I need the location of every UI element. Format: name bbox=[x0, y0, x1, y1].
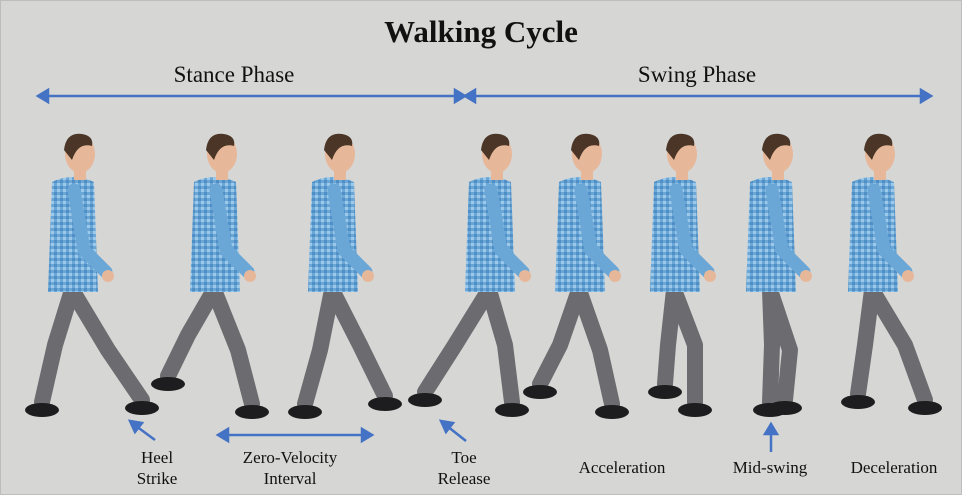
leg bbox=[579, 290, 612, 404]
shoe bbox=[235, 405, 269, 419]
leg bbox=[168, 290, 214, 376]
shoe bbox=[495, 403, 529, 417]
walker-figure bbox=[25, 134, 159, 417]
walker-figure bbox=[408, 134, 531, 417]
shoe bbox=[768, 401, 802, 415]
walker-figure bbox=[841, 134, 942, 415]
hand bbox=[362, 270, 374, 282]
walker-figure bbox=[648, 134, 716, 417]
leg bbox=[489, 290, 512, 402]
shoe bbox=[125, 401, 159, 415]
heel-strike-line-2: Strike bbox=[137, 468, 178, 489]
walker-figure bbox=[746, 134, 812, 417]
shoe bbox=[368, 397, 402, 411]
leg bbox=[72, 290, 142, 400]
hand bbox=[609, 270, 621, 282]
leg bbox=[674, 290, 695, 402]
shoe bbox=[151, 377, 185, 391]
shoe bbox=[648, 385, 682, 399]
toe-release-arrow bbox=[441, 421, 466, 441]
walker-figure bbox=[288, 134, 402, 419]
deceleration-label: Deceleration bbox=[851, 457, 938, 478]
zero-velocity-line-2: Interval bbox=[243, 468, 337, 489]
toe-release-label: Toe Release bbox=[438, 447, 491, 489]
hand bbox=[519, 270, 531, 282]
shoe bbox=[678, 403, 712, 417]
shoe bbox=[595, 405, 629, 419]
stance-phase-arrow bbox=[38, 90, 465, 102]
shoe bbox=[908, 401, 942, 415]
heel-strike-label: Heel Strike bbox=[137, 447, 178, 489]
hand bbox=[244, 270, 256, 282]
zero-velocity-interval-arrow bbox=[218, 429, 372, 441]
toe-release-line-1: Toe bbox=[438, 447, 491, 468]
mid-swing-arrow bbox=[765, 424, 777, 452]
hand bbox=[800, 270, 812, 282]
shoe bbox=[523, 385, 557, 399]
leg bbox=[425, 290, 489, 392]
heel-strike-line-1: Heel bbox=[137, 447, 178, 468]
leg bbox=[872, 290, 925, 400]
mid-swing-label: Mid-swing bbox=[733, 457, 808, 478]
hand bbox=[102, 270, 114, 282]
shoe bbox=[841, 395, 875, 409]
walker-figure bbox=[523, 134, 629, 419]
shoe bbox=[408, 393, 442, 407]
leg bbox=[214, 290, 252, 404]
zero-velocity-line-1: Zero-Velocity bbox=[243, 447, 337, 468]
leg bbox=[305, 290, 332, 404]
shoe bbox=[288, 405, 322, 419]
shoe bbox=[25, 403, 59, 417]
walker-figure bbox=[151, 134, 269, 419]
leg bbox=[540, 290, 579, 384]
hand bbox=[704, 270, 716, 282]
acceleration-label: Acceleration bbox=[579, 457, 666, 478]
heel-strike-arrow bbox=[130, 421, 155, 440]
zero-velocity-label: Zero-Velocity Interval bbox=[243, 447, 337, 489]
toe-release-line-2: Release bbox=[438, 468, 491, 489]
leg bbox=[42, 290, 72, 402]
leg bbox=[858, 290, 872, 394]
walker-figures bbox=[25, 134, 942, 419]
hand bbox=[902, 270, 914, 282]
leg bbox=[332, 290, 385, 396]
swing-phase-arrow bbox=[465, 90, 931, 102]
